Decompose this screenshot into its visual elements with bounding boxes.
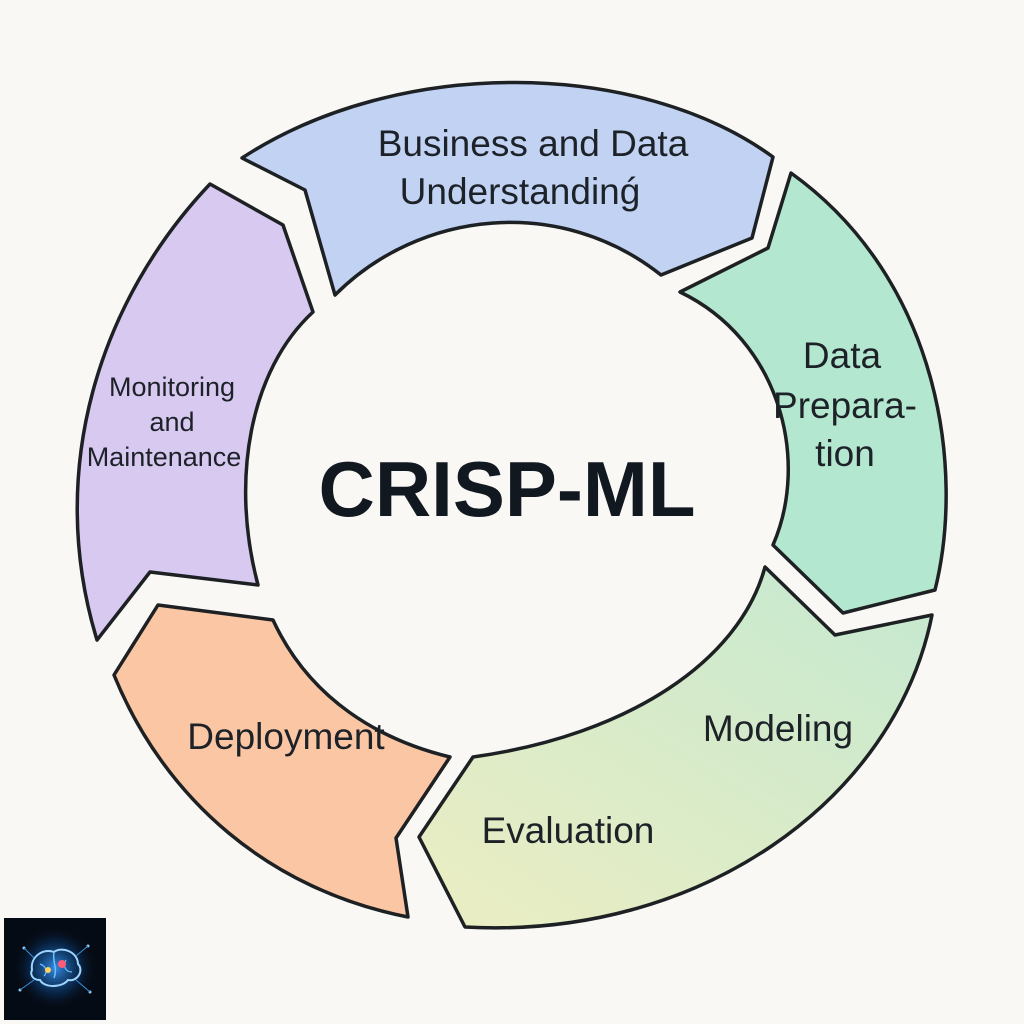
segment-data-preparation xyxy=(678,171,948,615)
segment-modeling-evaluation xyxy=(417,565,934,930)
diagram-title: CRISP-ML xyxy=(319,445,696,533)
label-deployment: Deployment xyxy=(187,716,385,757)
label-preparation-line-2: Prepara- xyxy=(773,385,917,426)
label-business-line-1: Business and Data xyxy=(378,123,689,164)
segment-monitoring-maintenance xyxy=(75,182,315,642)
label-evaluation: Evaluation xyxy=(482,810,655,851)
label-monitoring-line-1: Monitoring xyxy=(109,372,235,402)
segment-deployment xyxy=(112,603,452,919)
label-modeling: Modeling xyxy=(703,708,853,749)
brain-circuit-icon xyxy=(4,918,106,1020)
label-preparation-line-1: Data xyxy=(803,335,882,376)
label-business-line-2: Understandinǵ xyxy=(400,171,641,212)
segment-business-understanding xyxy=(240,80,775,297)
label-monitoring-line-2: and xyxy=(149,407,194,437)
label-preparation-line-3: tion xyxy=(815,433,875,474)
label-monitoring-line-3: Maintenance xyxy=(87,442,242,472)
